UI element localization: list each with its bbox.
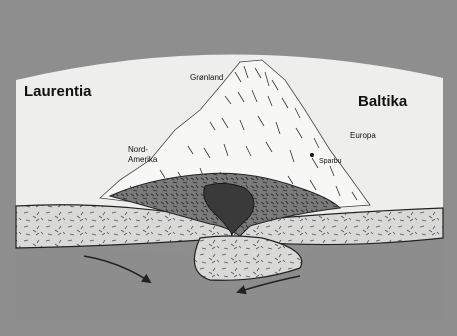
label-laurentia: Laurentia <box>24 83 92 100</box>
label-europa: Europa <box>350 131 376 140</box>
label-nord-amerika-1: Nord- <box>128 145 148 154</box>
label-sparbu: Sparbu <box>319 158 342 165</box>
sparbu-marker <box>310 153 314 157</box>
label-gronland: Grønland <box>190 73 223 82</box>
label-nord-amerika-2: Amerika <box>128 155 158 164</box>
label-baltika: Baltika <box>358 93 408 110</box>
